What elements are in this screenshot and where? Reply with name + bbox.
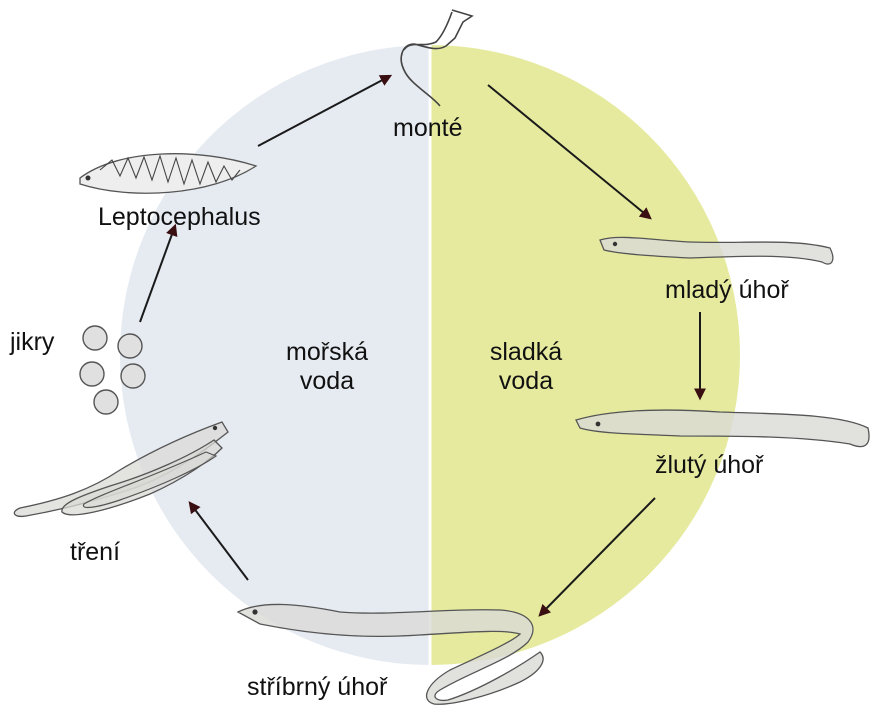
label-mlady-uhor: mladý úhoř	[665, 276, 789, 304]
spawning-eels-icon	[13, 421, 229, 518]
arrow-zluty-to-stribrny-uhor	[538, 497, 656, 617]
arrow-stribrny-to-treni	[188, 501, 249, 581]
fresh-water-zone	[430, 45, 740, 665]
silver-eel-icon	[236, 603, 544, 705]
cycle-arrows	[139, 74, 706, 617]
arrow-jikry-to-leptocephalus	[139, 223, 178, 323]
label-monte: monté	[393, 114, 463, 142]
zone-label-fresh-line1: sladká	[489, 338, 563, 366]
young-eel-icon	[599, 236, 834, 265]
yellow-eel-icon	[575, 409, 870, 448]
label-stribrny-uhor: stříbrný úhoř	[247, 673, 388, 701]
glass-eel-icon	[400, 9, 474, 107]
arrow-monte-to-mlady-uhor	[487, 84, 652, 220]
eggs-icon	[79, 325, 146, 415]
arrow-leptocephalus-to-monte	[257, 74, 393, 147]
label-zluty-uhor: žlutý úhoř	[655, 451, 764, 479]
zone-label-fresh-line2: voda	[498, 367, 554, 395]
label-leptocephalus: Leptocephalus	[98, 203, 261, 231]
zone-label-fresh: sladká voda	[461, 340, 591, 394]
zone-label-sea: mořská voda	[262, 340, 392, 394]
label-jikry: jikry	[10, 328, 55, 356]
leptocephalus-icon	[79, 153, 258, 194]
zone-label-sea-line2: voda	[299, 367, 355, 395]
label-treni: tření	[70, 538, 121, 566]
zone-label-sea-line1: mořská	[286, 338, 368, 366]
